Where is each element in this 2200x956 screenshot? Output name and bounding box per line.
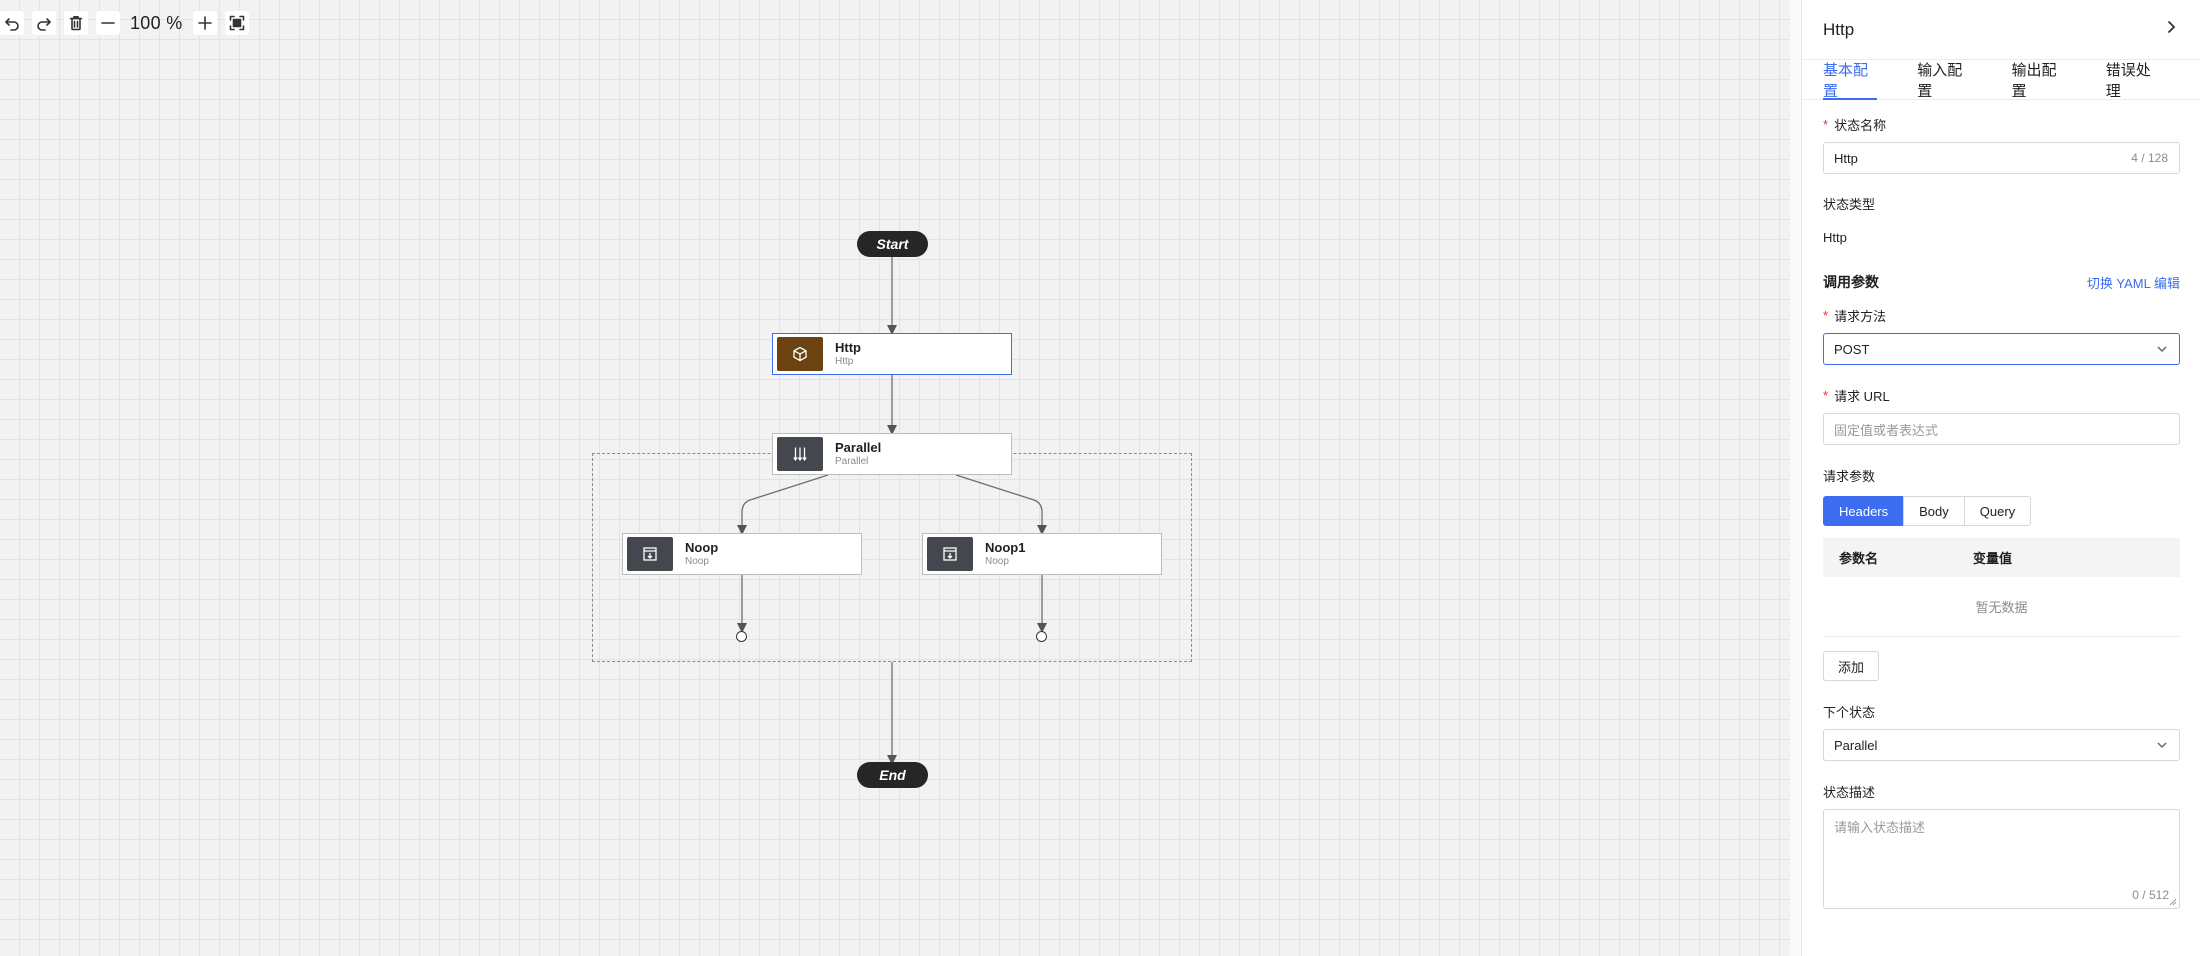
panel-divider — [1790, 0, 1801, 956]
state-desc-textarea[interactable]: 请输入状态描述 0 / 512 — [1823, 809, 2180, 909]
canvas-toolbar: 100 % — [0, 10, 257, 36]
resize-handle-icon[interactable] — [2169, 898, 2177, 906]
state-desc-char-count: 0 / 512 — [2132, 888, 2169, 902]
node-parallel-icon-box — [777, 437, 823, 471]
delete-button[interactable] — [64, 11, 88, 35]
zoom-level: 100 % — [130, 12, 183, 33]
redo-button[interactable] — [32, 11, 56, 35]
column-param-name: 参数名 — [1839, 551, 1879, 566]
segment-body[interactable]: Body — [1903, 496, 1965, 526]
node-title: Parallel — [835, 439, 882, 455]
next-state-value: Parallel — [1834, 737, 1878, 753]
node-title: Http — [835, 339, 861, 355]
state-name-label: *状态名称 — [1823, 116, 1887, 133]
params-table: 参数名 变量值 暂无数据 — [1823, 538, 2180, 637]
segment-headers[interactable]: Headers — [1823, 496, 1905, 526]
node-subtitle: Noop — [685, 555, 709, 567]
node-noop1-icon-box — [927, 537, 973, 571]
request-url-placeholder: 固定值或者表达式 — [1834, 422, 1939, 438]
node-parallel[interactable]: Parallel Parallel — [772, 433, 1012, 475]
node-noop1[interactable]: Noop1 Noop — [922, 533, 1162, 575]
state-name-char-count: 4 / 128 — [2131, 151, 2168, 165]
node-http-icon-box — [777, 337, 823, 371]
next-state-label: 下个状态 — [1823, 704, 1876, 720]
zoom-out-button[interactable] — [96, 11, 120, 35]
add-param-button[interactable]: 添加 — [1823, 651, 1879, 681]
config-panel: Http 基本配置 输入配置 输出配置 错误处理 *状态名称 Http 4 / … — [1801, 0, 2200, 956]
panel-title: Http — [1823, 19, 1855, 39]
tab-output-config[interactable]: 输出配置 — [2011, 61, 2057, 100]
flow-canvas[interactable]: 100 % Start — [0, 0, 1790, 956]
switch-yaml-link[interactable]: 切换 YAML 编辑 — [2086, 275, 2180, 291]
redo-icon — [37, 18, 51, 31]
zoom-in-button[interactable] — [192, 11, 217, 35]
end-label: End — [879, 767, 906, 783]
fit-view-button[interactable] — [224, 11, 249, 35]
next-state-select[interactable]: Parallel — [1823, 729, 2180, 761]
collapse-panel-button[interactable] — [2164, 20, 2178, 39]
end-node[interactable]: End — [857, 762, 928, 788]
node-subtitle: Parallel — [835, 455, 869, 467]
branch-end-circle-noop1 — [1036, 631, 1047, 642]
cube-icon — [793, 346, 807, 362]
noop-icon — [943, 547, 957, 561]
node-noop-icon-box — [627, 537, 673, 571]
delete-icon — [69, 16, 83, 31]
node-title: Noop1 — [985, 539, 1026, 555]
chevron-down-icon — [2157, 742, 2167, 749]
segment-query[interactable]: Query — [1963, 496, 2032, 526]
undo-icon — [5, 18, 19, 31]
tab-input-config[interactable]: 输入配置 — [1917, 61, 1963, 100]
request-method-select[interactable]: POST — [1823, 333, 2180, 365]
state-type-label: 状态类型 — [1823, 196, 1876, 212]
start-node[interactable]: Start — [857, 231, 928, 257]
params-table-header: 参数名 变量值 — [1823, 538, 2180, 577]
chevron-down-icon — [2157, 346, 2167, 353]
request-url-label: *请求 URL — [1823, 387, 1890, 404]
parallel-icon — [793, 447, 807, 462]
state-desc-label: 状态描述 — [1823, 784, 1876, 800]
chevron-right-icon — [2167, 20, 2176, 34]
undo-button[interactable] — [0, 11, 24, 35]
tab-error-handling[interactable]: 错误处理 — [2105, 61, 2151, 100]
node-subtitle: Http — [835, 355, 854, 367]
state-name-input[interactable]: Http 4 / 128 — [1823, 142, 2180, 174]
panel-tabs: 基本配置 输入配置 输出配置 错误处理 — [1802, 60, 2200, 100]
request-params-segmented: Headers Body Query — [1823, 496, 2180, 526]
state-desc-placeholder: 请输入状态描述 — [1834, 820, 1926, 835]
request-method-value: POST — [1834, 341, 1870, 357]
invoke-params-title: 调用参数 — [1823, 274, 1879, 290]
state-type-value: Http — [1823, 230, 1847, 245]
branch-end-circle-noop — [736, 631, 747, 642]
fit-view-icon — [229, 15, 244, 31]
tab-basic-config[interactable]: 基本配置 — [1823, 60, 1878, 100]
request-method-label: *请求方法 — [1823, 307, 1887, 324]
noop-icon — [643, 547, 657, 561]
state-name-value: Http — [1834, 150, 1858, 166]
column-variable-value: 变量值 — [1973, 551, 2013, 566]
node-subtitle: Noop — [985, 555, 1009, 567]
node-noop[interactable]: Noop Noop — [622, 533, 862, 575]
zoom-in-icon — [197, 16, 212, 30]
start-label: Start — [876, 236, 909, 252]
request-url-input[interactable]: 固定值或者表达式 — [1823, 413, 2180, 445]
node-title: Noop — [685, 539, 719, 555]
request-params-label: 请求参数 — [1823, 468, 1876, 484]
zoom-out-icon — [101, 22, 115, 24]
params-table-empty: 暂无数据 — [1823, 577, 2180, 637]
node-http[interactable]: Http Http — [772, 333, 1012, 375]
